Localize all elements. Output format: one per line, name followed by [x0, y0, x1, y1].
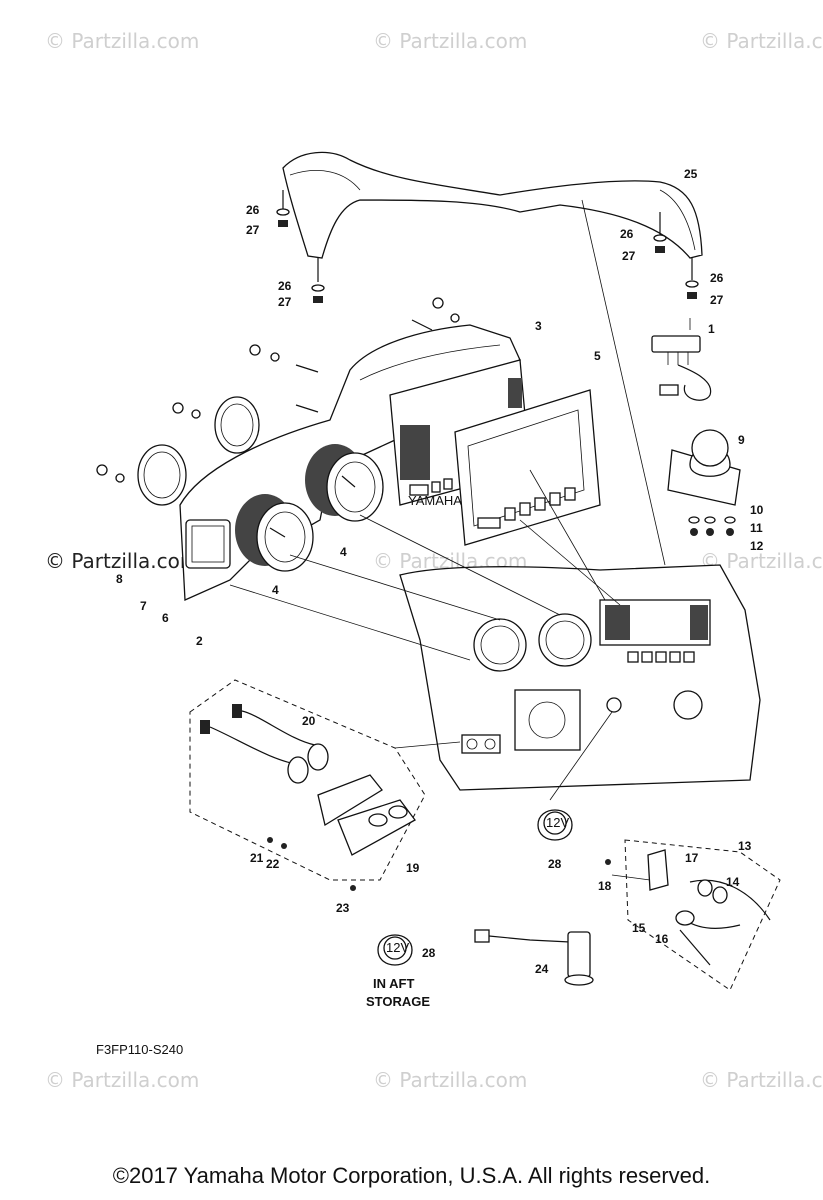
assembled-dashboard: YAMAHA	[399, 493, 761, 791]
gauge-rings	[96, 297, 460, 506]
callout-4b: 4	[340, 545, 347, 559]
watermark-bottom-right: © Partzilla.com	[700, 1068, 823, 1092]
callout-12: 12	[750, 539, 764, 553]
callout-26b: 26	[278, 279, 292, 293]
callout-16: 16	[655, 932, 669, 946]
callout-28b: 28	[422, 946, 436, 960]
callout-26d: 26	[710, 271, 724, 285]
callout-27d: 27	[710, 293, 724, 307]
part-19-20-socket-group	[189, 679, 426, 891]
dash-brand-label: YAMAHA	[408, 493, 462, 508]
storage-note-line2: STORAGE	[366, 994, 430, 1009]
callout-27c: 27	[622, 249, 636, 263]
callout-17: 17	[685, 851, 699, 865]
callout-22: 22	[266, 857, 280, 871]
part-5-display	[454, 389, 601, 546]
callout-13: 13	[738, 839, 752, 853]
watermark-mid-left: © Partzilla.com	[45, 549, 199, 573]
part-9-control-knob	[667, 429, 741, 536]
callout-15: 15	[632, 921, 646, 935]
callout-24: 24	[535, 962, 549, 976]
socket-label-upper: 12V	[546, 815, 569, 830]
callout-20: 20	[302, 714, 316, 728]
callout-2: 2	[196, 634, 203, 648]
callout-11: 11	[750, 521, 763, 535]
part-25-dash-cover	[282, 151, 703, 282]
diagram-code: F3FP110-S240	[96, 1042, 183, 1057]
callout-8: 8	[116, 572, 123, 586]
callout-21: 21	[250, 851, 264, 865]
leader-lines	[229, 199, 691, 881]
storage-note-line1: IN AFT	[373, 976, 414, 991]
callout-28a: 28	[548, 857, 562, 871]
part-24-buzzer	[474, 929, 594, 986]
watermark-bottom-left: © Partzilla.com	[45, 1068, 199, 1092]
callout-10: 10	[750, 503, 764, 517]
callout-3: 3	[535, 319, 542, 333]
callout-14: 14	[726, 875, 740, 889]
watermark-top-left: © Partzilla.com	[45, 29, 199, 53]
callout-6: 6	[162, 611, 169, 625]
part-1-connector-unit	[651, 335, 712, 401]
part-13-harness-group	[605, 839, 781, 991]
callout-18: 18	[598, 879, 612, 893]
callout-7: 7	[140, 599, 147, 613]
watermark-top-right: © Partzilla.com	[700, 29, 823, 53]
callout-5: 5	[594, 349, 601, 363]
copyright-notice: ©2017 Yamaha Motor Corporation, U.S.A. A…	[112, 1163, 711, 1188]
watermark-top-center: © Partzilla.com	[373, 29, 527, 53]
callout-25: 25	[684, 167, 698, 181]
callout-27b: 27	[278, 295, 292, 309]
part-4-gauges	[235, 444, 384, 572]
part-28-socket-lower: 12V	[377, 934, 413, 966]
callout-26a: 26	[246, 203, 260, 217]
callout-27a: 27	[246, 223, 260, 237]
callout-19: 19	[406, 861, 420, 875]
callout-1: 1	[708, 322, 715, 336]
callout-26c: 26	[620, 227, 634, 241]
watermark-bottom-center: © Partzilla.com	[373, 1068, 527, 1092]
callout-4a: 4	[272, 583, 279, 597]
callout-9: 9	[738, 433, 745, 447]
fasteners-26-27	[276, 208, 699, 303]
part-28-socket-upper: 12V	[537, 809, 573, 841]
socket-label-lower: 12V	[386, 940, 409, 955]
callouts: 1 2 3 4 4 5 6 7 8 9 10 11 12 13 14 15 16…	[116, 167, 764, 976]
callout-23: 23	[336, 901, 350, 915]
